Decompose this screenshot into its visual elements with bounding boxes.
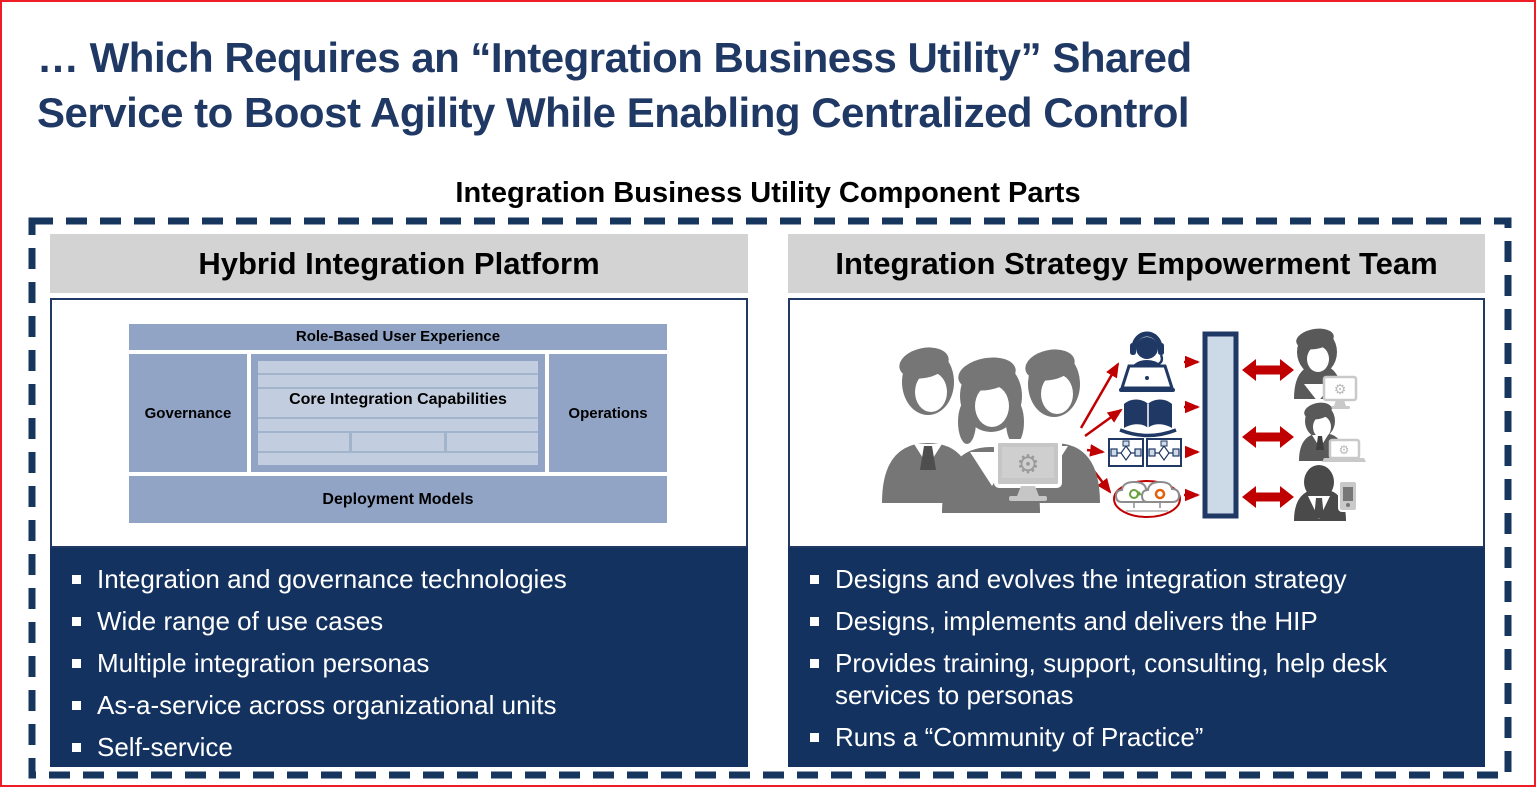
hybrid-integration-platform-panel: Hybrid Integration Platform Role-Based U… bbox=[50, 234, 748, 767]
double-arrows bbox=[1242, 359, 1294, 508]
hybrid-clouds-icon bbox=[1113, 480, 1181, 518]
deployment-models-box: Deployment Models bbox=[129, 476, 667, 523]
red-arrow bbox=[1079, 362, 1120, 429]
list-item: Designs and evolves the integration stra… bbox=[810, 563, 1467, 595]
icon-to-bar-arrows bbox=[1184, 355, 1201, 502]
left-bullet-list: Integration and governance technologies … bbox=[50, 548, 748, 767]
integration-strategy-empowerment-panel: Integration Strategy Empowerment Team bbox=[788, 234, 1485, 767]
bullet-square-icon bbox=[72, 659, 81, 668]
double-arrow-icon bbox=[1242, 426, 1294, 448]
list-item: Integration and governance technologies bbox=[72, 563, 730, 595]
hip-diagram-canvas: Role-Based User Experience Governance Co… bbox=[52, 300, 746, 546]
hip-diagram: Role-Based User Experience Governance Co… bbox=[50, 298, 748, 548]
list-item: Multiple integration personas bbox=[72, 647, 730, 679]
helpdesk-agent-icon bbox=[1119, 331, 1175, 392]
svg-text:⚙: ⚙ bbox=[1339, 443, 1350, 457]
bullet-text: Runs a “Community of Practice” bbox=[835, 722, 1204, 752]
persona-man-laptop-icon: ⚙ bbox=[1299, 402, 1366, 462]
governance-box: Governance bbox=[129, 354, 247, 472]
bullet-text: Multiple integration personas bbox=[97, 648, 430, 678]
slide-subtitle: Integration Business Utility Component P… bbox=[455, 177, 1081, 209]
gateway-bar bbox=[1202, 331, 1239, 519]
bullet-square-icon bbox=[810, 617, 819, 626]
list-item: Runs a “Community of Practice” bbox=[810, 721, 1467, 753]
persona-woman-monitor-icon: ⚙ bbox=[1294, 328, 1358, 409]
team-silhouettes-icon bbox=[882, 347, 1100, 513]
double-arrow-icon bbox=[1242, 359, 1294, 381]
team-illustration-canvas: ⚙ bbox=[882, 328, 1366, 521]
list-item: Self-service bbox=[72, 731, 730, 763]
core-box-label: Core Integration Capabilities bbox=[289, 391, 507, 408]
bullet-square-icon bbox=[72, 575, 81, 584]
monitor-gear-icon: ⚙ bbox=[994, 439, 1062, 501]
page-title: … Which Requires an “Integration Busines… bbox=[37, 30, 1192, 140]
bullet-square-icon bbox=[72, 617, 81, 626]
bullet-square-icon bbox=[72, 743, 81, 752]
bullet-text: Provides training, support, consulting, … bbox=[835, 648, 1388, 710]
right-panel-header: Integration Strategy Empowerment Team bbox=[788, 234, 1485, 293]
list-item: Designs, implements and delivers the HIP bbox=[810, 605, 1467, 637]
double-arrow-icon bbox=[1242, 486, 1294, 508]
operations-box: Operations bbox=[549, 354, 667, 472]
red-arrow bbox=[1086, 444, 1105, 457]
list-item: Wide range of use cases bbox=[72, 605, 730, 637]
title-line-2: Service to Boost Agility While Enabling … bbox=[37, 89, 1190, 136]
persona-man-phone-icon bbox=[1294, 465, 1358, 521]
bullet-square-icon bbox=[810, 659, 819, 668]
bullet-text: Wide range of use cases bbox=[97, 606, 384, 636]
bullet-text: As-a-service across organizational units bbox=[97, 690, 557, 720]
dashed-border bbox=[28, 217, 1512, 779]
team-illustration: ⚙ bbox=[788, 298, 1485, 548]
bullet-square-icon bbox=[810, 575, 819, 584]
svg-text:⚙: ⚙ bbox=[1016, 450, 1039, 480]
right-bullet-list: Designs and evolves the integration stra… bbox=[788, 548, 1485, 767]
list-item: As-a-service across organizational units bbox=[72, 689, 730, 721]
core-capability-rows bbox=[258, 361, 538, 465]
process-flow-icon bbox=[1108, 438, 1182, 467]
title-line-1: … Which Requires an “Integration Busines… bbox=[37, 34, 1192, 81]
list-item: Provides training, support, consulting, … bbox=[810, 647, 1467, 711]
svg-text:⚙: ⚙ bbox=[1334, 382, 1347, 398]
bullet-text: Integration and governance technologies bbox=[97, 564, 567, 594]
bullet-text: Designs, implements and delivers the HIP bbox=[835, 606, 1318, 636]
left-panel-header: Hybrid Integration Platform bbox=[50, 234, 748, 293]
open-book-icon bbox=[1119, 399, 1177, 438]
bullet-square-icon bbox=[810, 733, 819, 742]
role-based-user-experience-box: Role-Based User Experience bbox=[129, 324, 667, 350]
red-arrow bbox=[1084, 408, 1123, 438]
bullet-text: Self-service bbox=[97, 732, 233, 762]
bullet-text: Designs and evolves the integration stra… bbox=[835, 564, 1347, 594]
bullet-square-icon bbox=[72, 701, 81, 710]
core-integration-capabilities-box: Core Integration Capabilities bbox=[251, 354, 545, 472]
